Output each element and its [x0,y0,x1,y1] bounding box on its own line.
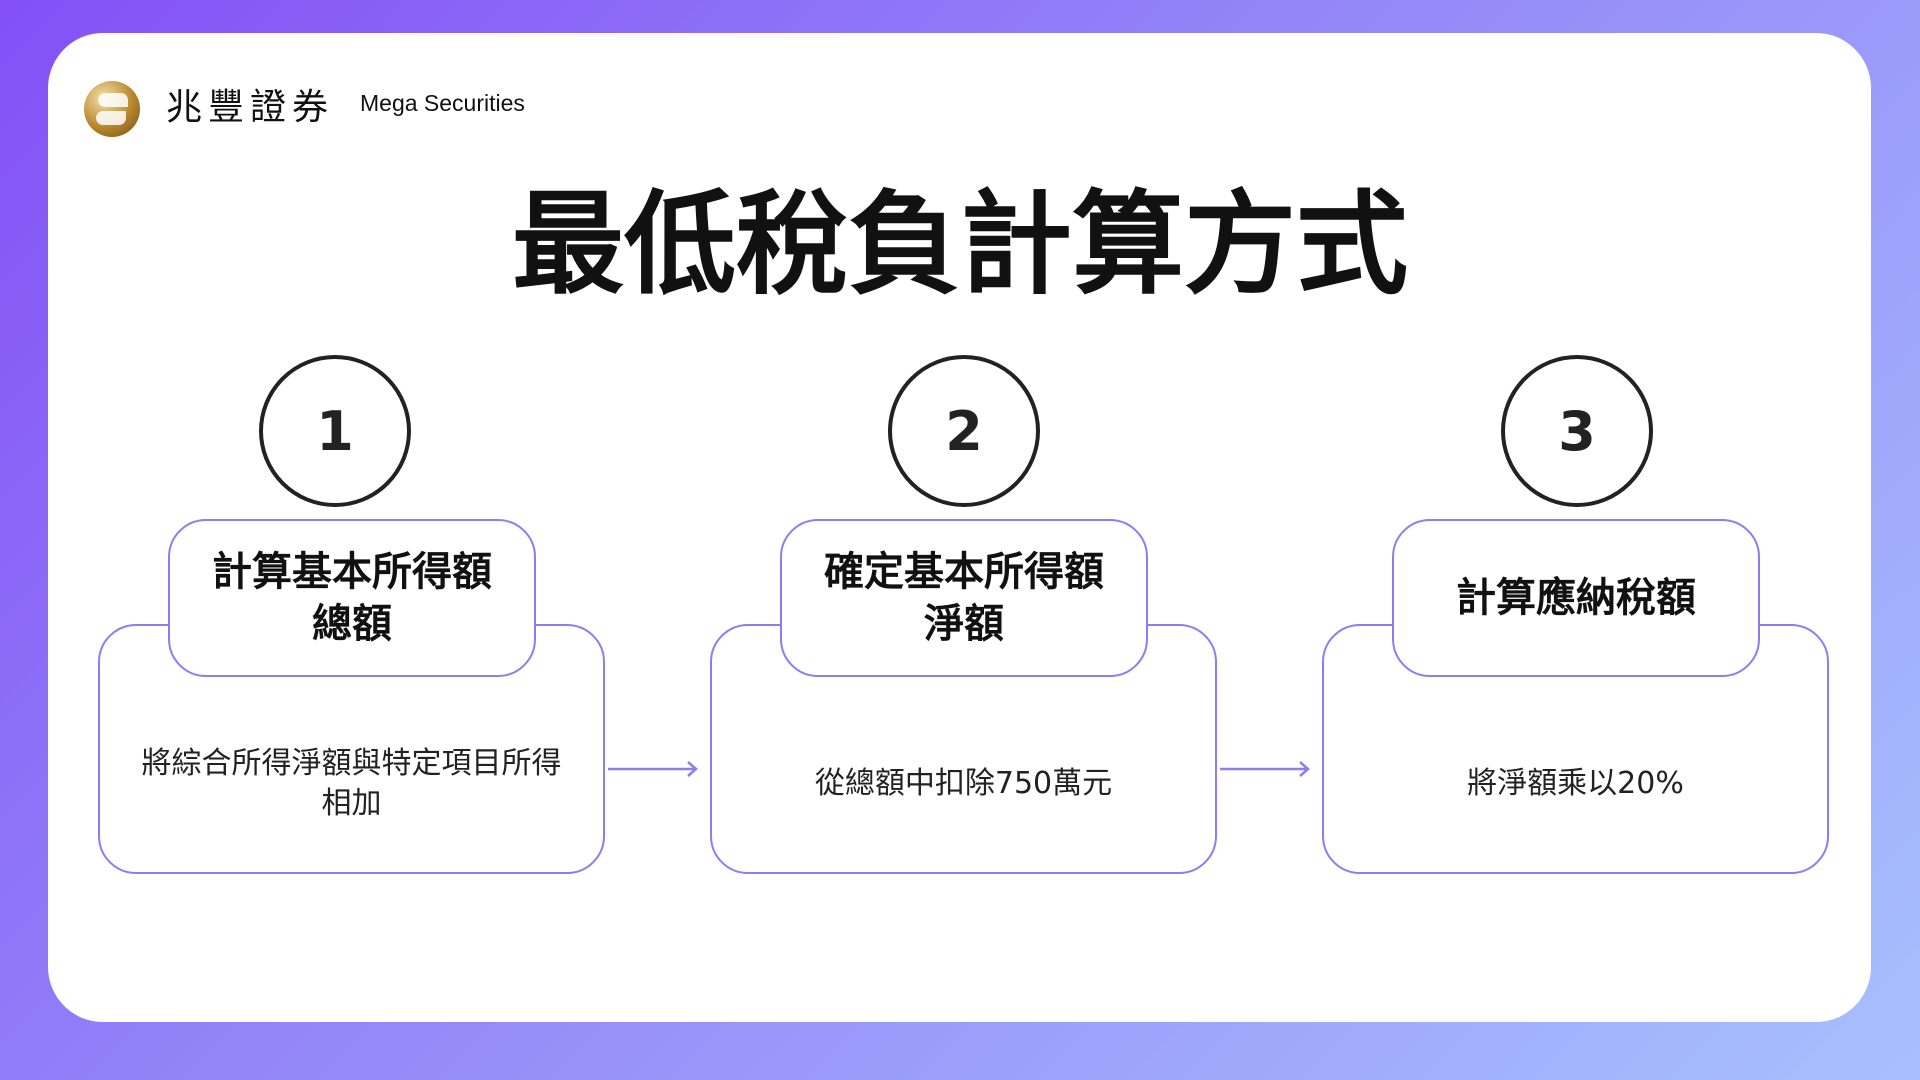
step-2-heading: 確定基本所得額淨額 [780,519,1148,677]
mega-logo-icon [84,81,140,137]
step-number-3: 3 [1501,355,1653,507]
step-number-1: 1 [259,355,411,507]
brand-name-zh: 兆豐證券 [166,87,335,128]
step-1-heading: 計算基本所得額總額 [168,519,536,677]
step-3-heading: 計算應納稅額 [1392,519,1760,677]
brand-name-en: Mega Securities [360,90,525,116]
arrow-right-icon [608,761,698,777]
arrow-right-icon [1220,761,1310,777]
page-title: 最低稅負計算方式 [512,180,1408,310]
step-number-2: 2 [888,355,1040,507]
